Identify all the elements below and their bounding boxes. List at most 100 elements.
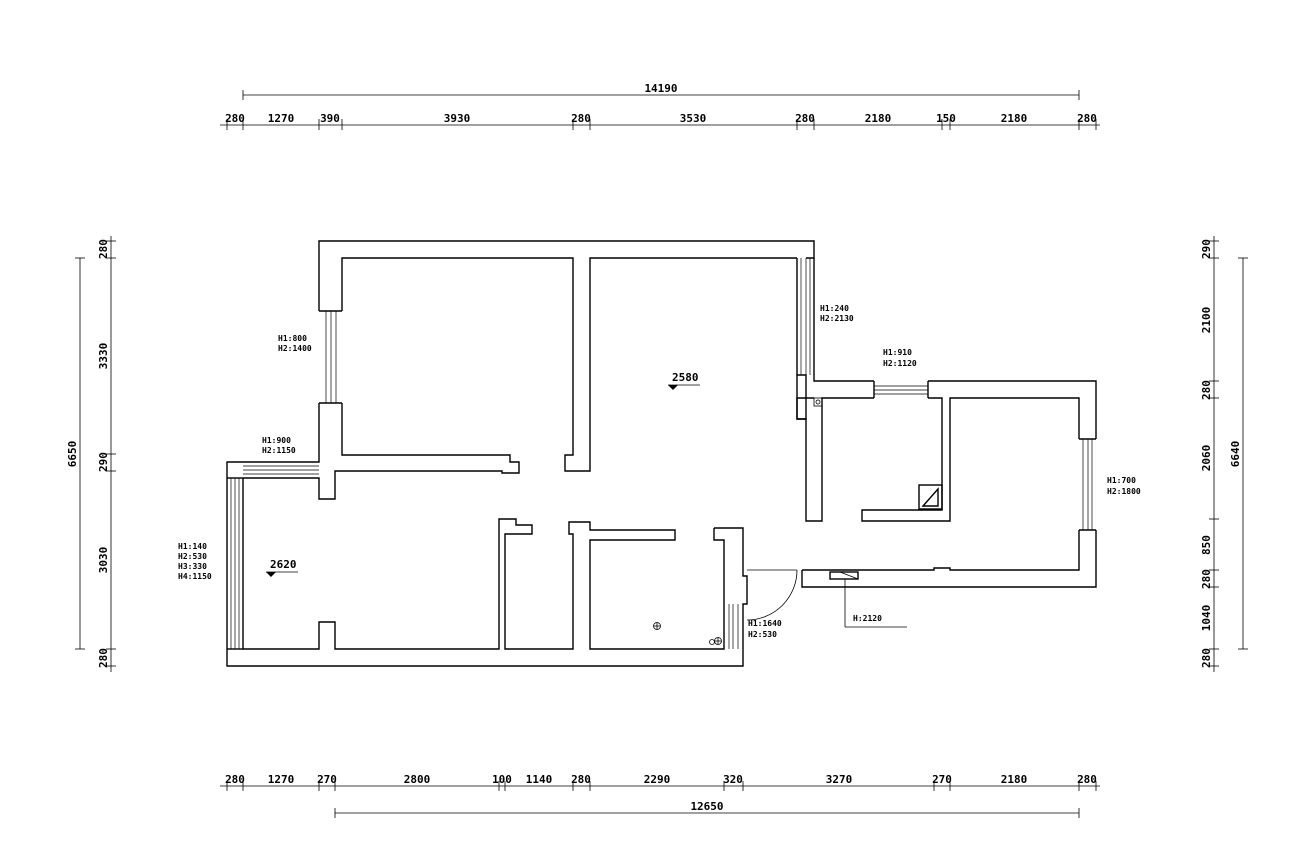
bottom-dim-6: 280: [571, 773, 591, 786]
top-dim-5: 3530: [680, 112, 707, 125]
annotation-left-mid: H1:900 H2:1150: [262, 436, 296, 455]
bottom-dim-12: 280: [1077, 773, 1097, 786]
window-bottom-mid: [728, 604, 739, 649]
left-dim-3: 3030: [97, 547, 110, 574]
level-balcony: 2620: [266, 558, 298, 577]
annotation-bottom-mid: H1:1640 H2:530: [748, 619, 782, 639]
note-line: H1:900: [262, 436, 291, 445]
annotation-beam: H:2120: [853, 614, 882, 623]
left-dimension-chain: 6650 280 3330 290 3030 280: [66, 236, 116, 672]
window-far-right: [1082, 439, 1093, 530]
right-dim-2: 280: [1200, 380, 1213, 400]
level-triangle-icon: [668, 385, 678, 390]
window-right-upper: [800, 258, 811, 375]
note-line: H2:1800: [1107, 487, 1141, 496]
bottom-dim-7: 2290: [644, 773, 671, 786]
left-dim-0: 280: [97, 239, 110, 259]
top-dim-7: 2180: [865, 112, 892, 125]
bottom-dim-1: 1270: [268, 773, 295, 786]
note-line: H3:330: [178, 562, 207, 571]
annotation-left-bottom: H1:140 H2:530 H3:330 H4:1150: [178, 542, 212, 581]
bottom-right-inner-wall: [802, 530, 1080, 571]
windows: [230, 258, 1093, 649]
window-left-top: [325, 311, 337, 403]
bottom-dim-2: 270: [317, 773, 337, 786]
top-total-label: 14190: [644, 82, 677, 95]
note-line: H1:700: [1107, 476, 1136, 485]
right-dim-5: 280: [1200, 569, 1213, 589]
annotation-right-upper: H1:240 H2:2130: [820, 304, 854, 323]
level-balcony-label: 2620: [270, 558, 297, 571]
annotation-far-right: H1:700 H2:1800: [1107, 476, 1141, 496]
flue-shaft-icon: [918, 484, 943, 510]
top-dim-2: 390: [320, 112, 340, 125]
left-wall-outer-mid: [243, 403, 320, 463]
level-living: 2580: [668, 371, 700, 390]
right-dim-3: 2060: [1200, 445, 1213, 472]
annotation-right-mid: H1:910 H2:1120: [883, 348, 917, 368]
note-line: H2:1400: [278, 344, 312, 353]
kitchen-right-wall: [861, 397, 1080, 522]
right-dim-1: 2100: [1200, 307, 1213, 334]
note-line: H2:530: [178, 552, 207, 561]
bottom-right-outer-wall: [801, 530, 1097, 588]
annotation-left-top: H1:800 H2:1400: [278, 334, 312, 353]
right-dim-7: 280: [1200, 648, 1213, 668]
water-supply-icon: [709, 637, 722, 645]
kitchen-left-wall: [796, 375, 874, 522]
top-dim-0: 280: [225, 112, 245, 125]
bottom-dim-4: 100: [492, 773, 512, 786]
door-pillar-right: [714, 527, 748, 641]
fixtures: [653, 397, 943, 645]
right-upper-wall-outer: [813, 258, 874, 382]
top-dim-4: 280: [571, 112, 591, 125]
right-dimension-chain: 290 2100 280 2060 850 280 1040 280 6640: [1200, 236, 1248, 672]
note-line: H1:1640: [748, 619, 782, 628]
bottom-dim-0: 280: [225, 773, 245, 786]
bottom-dimension-chain: 280 1270 270 2800 100 1140 280 2290 320 …: [220, 773, 1100, 818]
bottom-dim-10: 270: [932, 773, 952, 786]
window-balcony-left: [230, 478, 240, 649]
note-line: H2:2130: [820, 314, 854, 323]
note-line: H2:1150: [262, 446, 296, 455]
top-dim-1: 1270: [268, 112, 295, 125]
door-pillar-left: [713, 528, 725, 604]
note-line: H4:1150: [178, 572, 212, 581]
left-dim-2: 290: [97, 452, 110, 472]
left-dim-4: 280: [97, 648, 110, 668]
top-wall-outer: [318, 240, 815, 311]
bottom-dim-9: 3270: [826, 773, 853, 786]
right-dim-6: 1040: [1200, 605, 1213, 632]
right-dim-4: 850: [1200, 535, 1213, 555]
bottom-dim-8: 320: [723, 773, 743, 786]
top-dim-8: 150: [936, 112, 956, 125]
left-wall-inner-mid: [243, 403, 520, 500]
window-left-mid: [243, 465, 319, 475]
bottom-dim-3: 2800: [404, 773, 431, 786]
note-line: H1:140: [178, 542, 207, 551]
note-line: H1:910: [883, 348, 912, 357]
bottom-dim-5: 1140: [526, 773, 553, 786]
note-line: H2:530: [748, 630, 777, 639]
balcony-inner-wall: [242, 478, 725, 650]
note-line: H:2120: [853, 614, 882, 623]
note-line: H2:1120: [883, 359, 917, 368]
floor-drain-icon: [653, 622, 661, 630]
right-dim-0: 290: [1200, 239, 1213, 259]
left-total-label: 6650: [66, 441, 79, 468]
bottom-total-label: 12650: [690, 800, 723, 813]
top-dim-9: 2180: [1001, 112, 1028, 125]
flue-duct-icon: [921, 487, 939, 507]
walls: [226, 240, 1097, 667]
note-line: H1:800: [278, 334, 307, 343]
top-dimension-chain: 14190 280 1270 390 3930 280 3530 280 218…: [220, 82, 1100, 130]
gas-meter-icon: [813, 397, 823, 407]
left-dim-1: 3330: [97, 343, 110, 370]
top-dim-3: 3930: [444, 112, 471, 125]
level-living-label: 2580: [672, 371, 699, 384]
top-dim-6: 280: [795, 112, 815, 125]
balcony-outer-wall: [226, 461, 744, 667]
bottom-dim-11: 2180: [1001, 773, 1028, 786]
window-kitchen-top: [874, 385, 928, 395]
